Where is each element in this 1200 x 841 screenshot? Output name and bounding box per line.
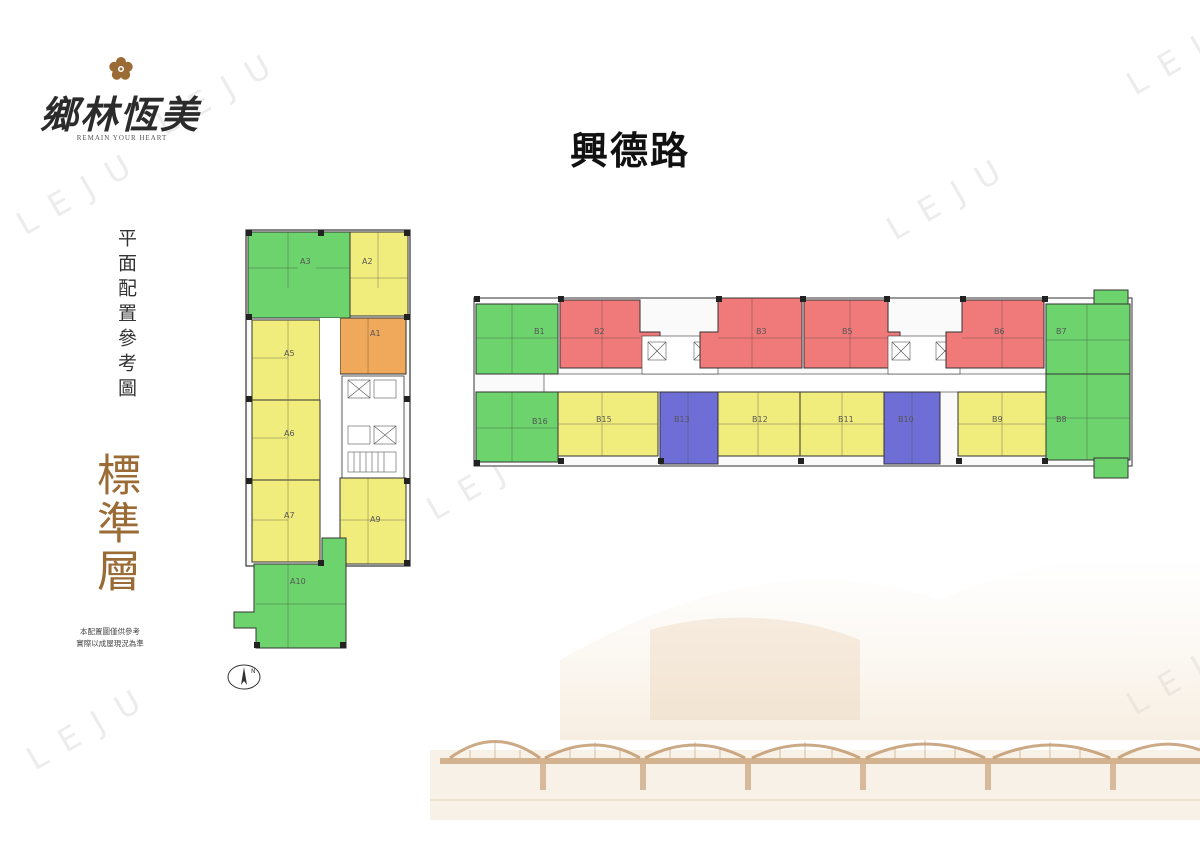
unit-label: B10 — [898, 415, 914, 424]
unit-label: A2 — [362, 257, 373, 266]
unit-label: A6 — [284, 429, 295, 438]
unit-label: B6 — [994, 327, 1005, 336]
unit-label: B7 — [1056, 327, 1067, 336]
unit-label: B3 — [756, 327, 767, 336]
unit-label: B12 — [752, 415, 768, 424]
unit-a3[interactable] — [247, 231, 351, 319]
landscape-bridge-illustration — [430, 556, 1200, 820]
unit-a6[interactable] — [251, 399, 321, 481]
brand-tagline: REMAIN YOUR HEART — [76, 134, 168, 142]
watermark: LEJU — [1120, 0, 1200, 103]
corridor — [543, 373, 1057, 393]
unit-a1[interactable] — [339, 317, 407, 375]
unit-b16[interactable] — [475, 391, 559, 463]
unit-label: A5 — [284, 349, 295, 358]
disclaimer-line: 實際以成屋現況為準 — [76, 639, 144, 648]
unit-b7[interactable] — [1045, 303, 1131, 375]
unit-label: B5 — [842, 327, 853, 336]
unit-label: B16 — [532, 417, 548, 426]
unit-label: B11 — [838, 415, 854, 424]
unit-a9[interactable] — [339, 477, 407, 565]
unit-b2[interactable] — [559, 299, 661, 369]
plan-subtitle: 平面配置參考圖 — [115, 228, 137, 403]
unit-label: B8 — [1056, 415, 1067, 424]
building-b-floor-plan: B1 B2 B3 B5 B6 B7 B16 B15 B13 B12 B11 B1… — [473, 289, 1133, 479]
building-a-floor-plan: A3 A2 A1 A5 A6 A7 A9 A10 — [233, 229, 411, 649]
unit-a7[interactable] — [251, 479, 321, 563]
unit-a2[interactable] — [349, 231, 409, 317]
disclaimer-line: 本配置圖僅供參考 — [80, 627, 140, 636]
unit-b13[interactable] — [659, 391, 719, 465]
watermark: LEJU — [880, 143, 1023, 248]
road-title: 興德路 — [569, 129, 690, 173]
north-arrow-icon: N — [227, 664, 261, 690]
plan-title: 標準層 — [89, 452, 140, 596]
unit-label: B1 — [534, 327, 545, 336]
unit-b1[interactable] — [475, 303, 559, 375]
unit-label: B13 — [674, 415, 690, 424]
unit-label: A10 — [290, 577, 306, 586]
unit-label: B9 — [992, 415, 1003, 424]
unit-label: A1 — [370, 329, 381, 338]
unit-label: A9 — [370, 515, 381, 524]
unit-a5[interactable] — [251, 319, 321, 401]
plum-blossom-logo-icon — [109, 57, 133, 80]
unit-label: B2 — [594, 327, 605, 336]
unit-label: A7 — [284, 511, 295, 520]
unit-label: A3 — [300, 257, 311, 266]
unit-label: B15 — [596, 415, 612, 424]
disclaimer: 本配置圖僅供參考 實際以成屋現況為準 — [50, 626, 170, 650]
unit-b8[interactable] — [1045, 373, 1131, 461]
brand-name: 鄉林恆美 — [40, 92, 201, 137]
north-label: N — [251, 668, 256, 675]
